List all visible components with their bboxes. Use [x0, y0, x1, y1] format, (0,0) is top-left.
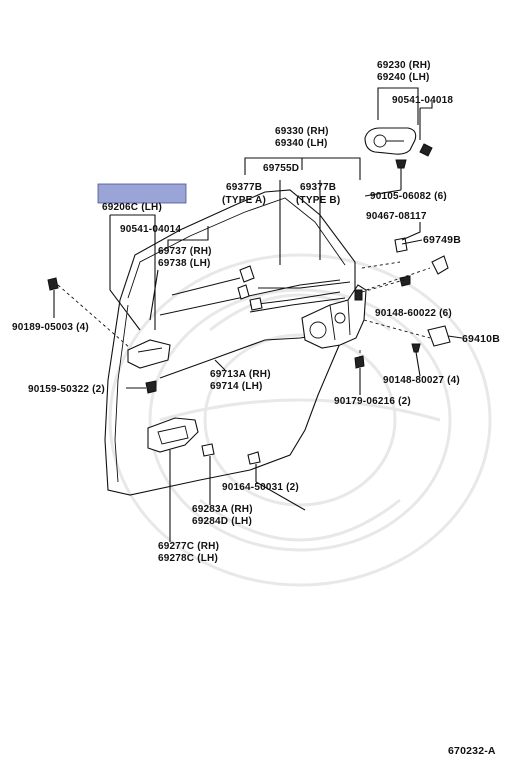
label-90541-04018: 90541-04018 [392, 95, 453, 106]
label-69278C: 69278C (LH) [158, 553, 218, 564]
label-69284D: 69284D (LH) [192, 516, 252, 527]
leader-lines [149, 102, 463, 542]
side-parts [359, 237, 451, 362]
label-90179-06216: 90179-06216 (2) [334, 396, 411, 407]
label-90541-04014: 90541-04014 [120, 224, 181, 235]
door-lock-mechanism [301, 284, 367, 349]
label-90159-50322: 90159-50322 (2) [28, 384, 105, 395]
label-type-a: (TYPE A) [222, 195, 266, 206]
label-69410B: 69410B [462, 333, 500, 345]
label-69240: 69240 (LH) [377, 72, 430, 83]
label-90148-60022: 90148-60022 (6) [375, 308, 452, 319]
outside-handle-assembly [364, 87, 433, 190]
label-90164-50031: 90164-50031 (2) [222, 482, 299, 493]
label-69737: 69737 (RH) [158, 246, 212, 257]
label-69230: 69230 (RH) [377, 60, 431, 71]
label-69755D: 69755D [263, 163, 299, 174]
rod-clips [237, 265, 263, 311]
label-69713A: 69713A (RH) [210, 369, 271, 380]
door-panel-outline [104, 189, 356, 496]
label-69714: 69714 (LH) [210, 381, 263, 392]
handle-bezel [147, 417, 261, 540]
diagram-code: 670232-A [448, 745, 496, 757]
label-69330: 69330 (RH) [275, 126, 329, 137]
highlight-box [97, 183, 187, 204]
watermark-emblem [108, 253, 492, 587]
label-69738: 69738 (LH) [158, 258, 211, 269]
label-69749B: 69749B [423, 234, 461, 246]
label-69377B-a: 69377B [226, 182, 262, 193]
screws [47, 277, 365, 395]
label-69277C: 69277C (RH) [158, 541, 219, 552]
label-69283A: 69283A (RH) [192, 504, 253, 515]
inside-handle [109, 214, 171, 369]
label-90467-08117: 90467-08117 [366, 211, 427, 222]
label-69377B-b: 69377B [300, 182, 336, 193]
label-type-b: (TYPE B) [296, 195, 340, 206]
label-90105-06082: 90105-06082 (6) [370, 191, 447, 202]
lock-assembly-bracket [244, 157, 361, 265]
label-90148-80027: 90148-80027 (4) [383, 375, 460, 386]
label-69340: 69340 (LH) [275, 138, 328, 149]
label-90189-05003: 90189-05003 (4) [12, 322, 89, 333]
part-labels: 69230 (RH) 69240 (LH) 90541-04018 69330 … [12, 60, 500, 757]
label-69206C: 69206C (LH) [102, 202, 162, 213]
